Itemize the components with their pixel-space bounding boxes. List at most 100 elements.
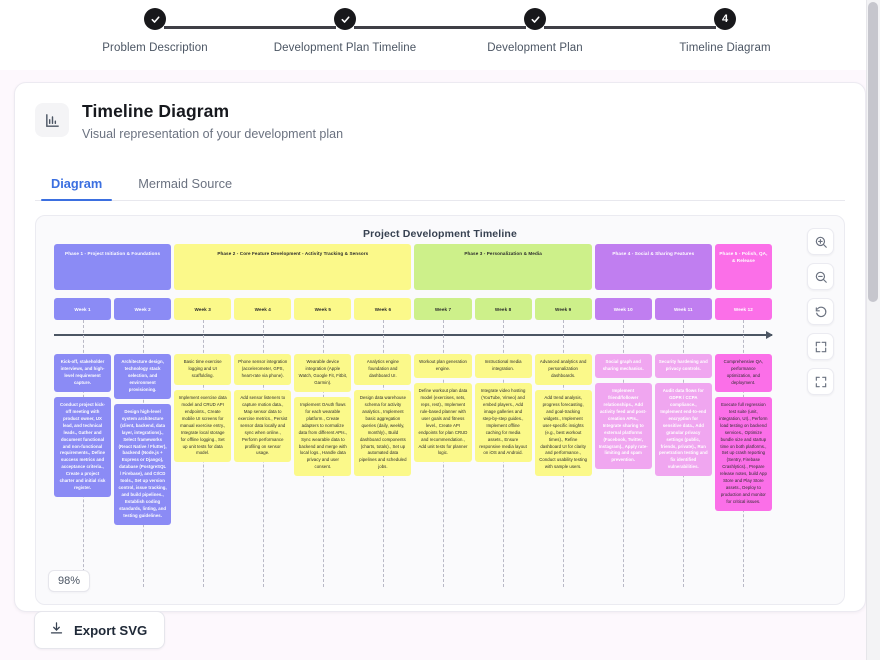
week-bar-5[interactable]: Week 5 <box>294 298 352 320</box>
detail-note[interactable]: Audit data flows for GDPR / CCPA complia… <box>654 382 712 477</box>
detail-note[interactable]: Wearable device integration (Apple Watch… <box>294 354 352 392</box>
timeline-diagram-card: Timeline Diagram Visual representation o… <box>14 82 866 612</box>
export-svg-label: Export SVG <box>74 622 148 638</box>
tab-diagram[interactable]: Diagram <box>35 169 118 201</box>
detail-note[interactable]: Integrate video hosting (YouTube, Vimeo)… <box>474 382 532 463</box>
fullscreen-button[interactable] <box>807 368 834 395</box>
diagram-title: Project Development Timeline <box>363 228 517 240</box>
detail-note[interactable]: Instructional media integration. <box>474 354 532 378</box>
week-bar-3[interactable]: Week 3 <box>174 298 232 320</box>
stepper-step-3[interactable]: Development Plan <box>440 8 630 54</box>
detail-note[interactable]: Add trend analysis, progress forecasting… <box>534 389 592 477</box>
fit-view-button[interactable] <box>807 333 834 360</box>
detail-column-11: Security hardening and privacy controls.… <box>654 320 712 588</box>
week-bar-12[interactable]: Week 12 <box>714 298 772 320</box>
detail-columns: Kick-off, stakeholder interviews, and hi… <box>54 320 772 588</box>
diagram-controls <box>807 228 834 395</box>
phase-label: Phase 2 - Core Feature Development - Act… <box>217 251 369 256</box>
detail-note[interactable]: Implement OAuth flows for each wearable … <box>294 396 352 477</box>
page-scrollbar[interactable] <box>866 0 880 660</box>
stepper-step-label: Development Plan Timeline <box>273 42 417 54</box>
detail-note[interactable]: Add sensor listeners to capture motion d… <box>234 389 292 463</box>
detail-note[interactable]: Define workout plan data model (exercise… <box>414 382 472 463</box>
detail-note[interactable]: Advanced analytics and personalization d… <box>534 354 592 385</box>
phase-bar-5[interactable]: Phase 5 - Polish, QA, & Release <box>714 244 772 290</box>
week-label: Week 1 <box>74 306 91 312</box>
detail-note[interactable]: Comprehensive QA, performance optimizati… <box>714 354 772 392</box>
week-bar-7[interactable]: Week 7 <box>414 298 472 320</box>
download-icon <box>49 621 64 639</box>
zoom-level-badge: 98% <box>48 570 91 592</box>
week-bar-8[interactable]: Week 8 <box>474 298 532 320</box>
detail-note[interactable]: Basic time exercise logging and UI scaff… <box>174 354 232 385</box>
week-label: Week 6 <box>374 306 392 312</box>
axis-arrow-line <box>54 331 773 339</box>
detail-note[interactable]: Phone sensor integration (accelerometer,… <box>234 354 292 385</box>
stepper-connector <box>354 26 526 29</box>
week-label: Week 3 <box>194 306 211 312</box>
diagram-panel: Project Development Timeline Phase 1 - P… <box>35 215 845 605</box>
detail-column-4: Phone sensor integration (accelerometer,… <box>234 320 292 588</box>
week-bar-9[interactable]: Week 9 <box>534 298 592 320</box>
week-label: Week 9 <box>554 306 572 312</box>
export-svg-button[interactable]: Export SVG <box>34 611 166 649</box>
week-label: Week 8 <box>494 306 512 312</box>
detail-column-1: Kick-off, stakeholder interviews, and hi… <box>54 320 112 588</box>
phase-bar-1[interactable]: Phase 1 - Project Initiation & Foundatio… <box>54 244 172 290</box>
detail-note[interactable]: Workout plan generation engine. <box>414 354 472 378</box>
tab-mermaid-source[interactable]: Mermaid Source <box>122 169 248 200</box>
detail-note[interactable]: Analytics engine foundation and dashboar… <box>354 354 412 385</box>
content-shell: Timeline Diagram Visual representation o… <box>0 70 880 660</box>
phase-bar-2[interactable]: Phase 2 - Core Feature Development - Act… <box>174 244 412 290</box>
step-check-icon <box>334 8 356 30</box>
detail-note[interactable]: Conduct project kick-off meeting with pr… <box>54 396 112 498</box>
week-bar-4[interactable]: Week 4 <box>234 298 292 320</box>
zoom-out-button[interactable] <box>807 263 834 290</box>
week-label: Week 4 <box>254 306 271 312</box>
week-bar-2[interactable]: Week 2 <box>114 298 172 320</box>
detail-column-7: Workout plan generation engine. Define wo… <box>414 320 472 588</box>
week-bar-row: Week 1 Week 2 Week 3 Week 4 Week 5 Week 6 Week… <box>54 298 772 320</box>
week-bar-10[interactable]: Week 10 <box>594 298 652 320</box>
week-bar-6[interactable]: Week 6 <box>354 298 412 320</box>
zoom-in-button[interactable] <box>807 228 834 255</box>
page-title: Timeline Diagram <box>82 101 230 121</box>
stepper-step-1[interactable]: Problem Description <box>60 8 250 54</box>
detail-note[interactable]: Execute full regression test suite (unit… <box>714 396 772 512</box>
detail-column-10: Social graph and sharing mechanics. Imple… <box>594 320 652 588</box>
detail-note[interactable]: Implement friend/follower relationships.… <box>594 382 652 470</box>
step-check-icon <box>144 8 166 30</box>
detail-note[interactable]: Social graph and sharing mechanics. <box>594 354 652 378</box>
detail-note[interactable]: Implement exercise data model and CRUD A… <box>174 389 232 463</box>
phase-label: Phase 3 - Personalization & Media <box>464 251 542 256</box>
week-bar-1[interactable]: Week 1 <box>54 298 112 320</box>
phase-bar-row: Phase 1 - Project Initiation & Foundatio… <box>54 244 772 290</box>
timeline-axis <box>54 322 773 348</box>
phase-bar-3[interactable]: Phase 3 - Personalization & Media <box>414 244 592 290</box>
week-bar-11[interactable]: Week 11 <box>654 298 712 320</box>
detail-note[interactable]: Kick-off, stakeholder interviews, and hi… <box>54 354 112 392</box>
stepper-step-label: Development Plan <box>487 42 583 54</box>
detail-note[interactable]: Security hardening and privacy controls. <box>654 354 712 378</box>
phase-label: Phase 4 - Social & Sharing Features <box>612 251 695 256</box>
reset-view-button[interactable] <box>807 298 834 325</box>
page-scrollbar-thumb[interactable] <box>868 2 878 302</box>
week-label: Week 2 <box>134 306 151 312</box>
stepper-connector <box>544 26 716 29</box>
detail-column-2: Architecture design, technology stack se… <box>114 320 172 588</box>
phase-bar-4[interactable]: Phase 4 - Social & Sharing Features <box>594 244 712 290</box>
bar-chart-icon <box>35 103 69 137</box>
detail-column-8: Instructional media integration. Integrat… <box>474 320 532 588</box>
detail-column-12: Comprehensive QA, performance optimizati… <box>714 320 772 588</box>
detail-note[interactable]: Design high-level system architecture (c… <box>114 403 172 526</box>
detail-note[interactable]: Design data warehouse schema for activit… <box>354 389 412 477</box>
detail-note[interactable]: Architecture design, technology stack se… <box>114 354 172 399</box>
stepper-step-2[interactable]: Development Plan Timeline <box>250 8 440 54</box>
week-label: Week 11 <box>673 306 693 312</box>
phase-label: Phase 5 - Polish, QA, & Release <box>719 251 768 263</box>
week-label: Week 10 <box>613 306 633 312</box>
